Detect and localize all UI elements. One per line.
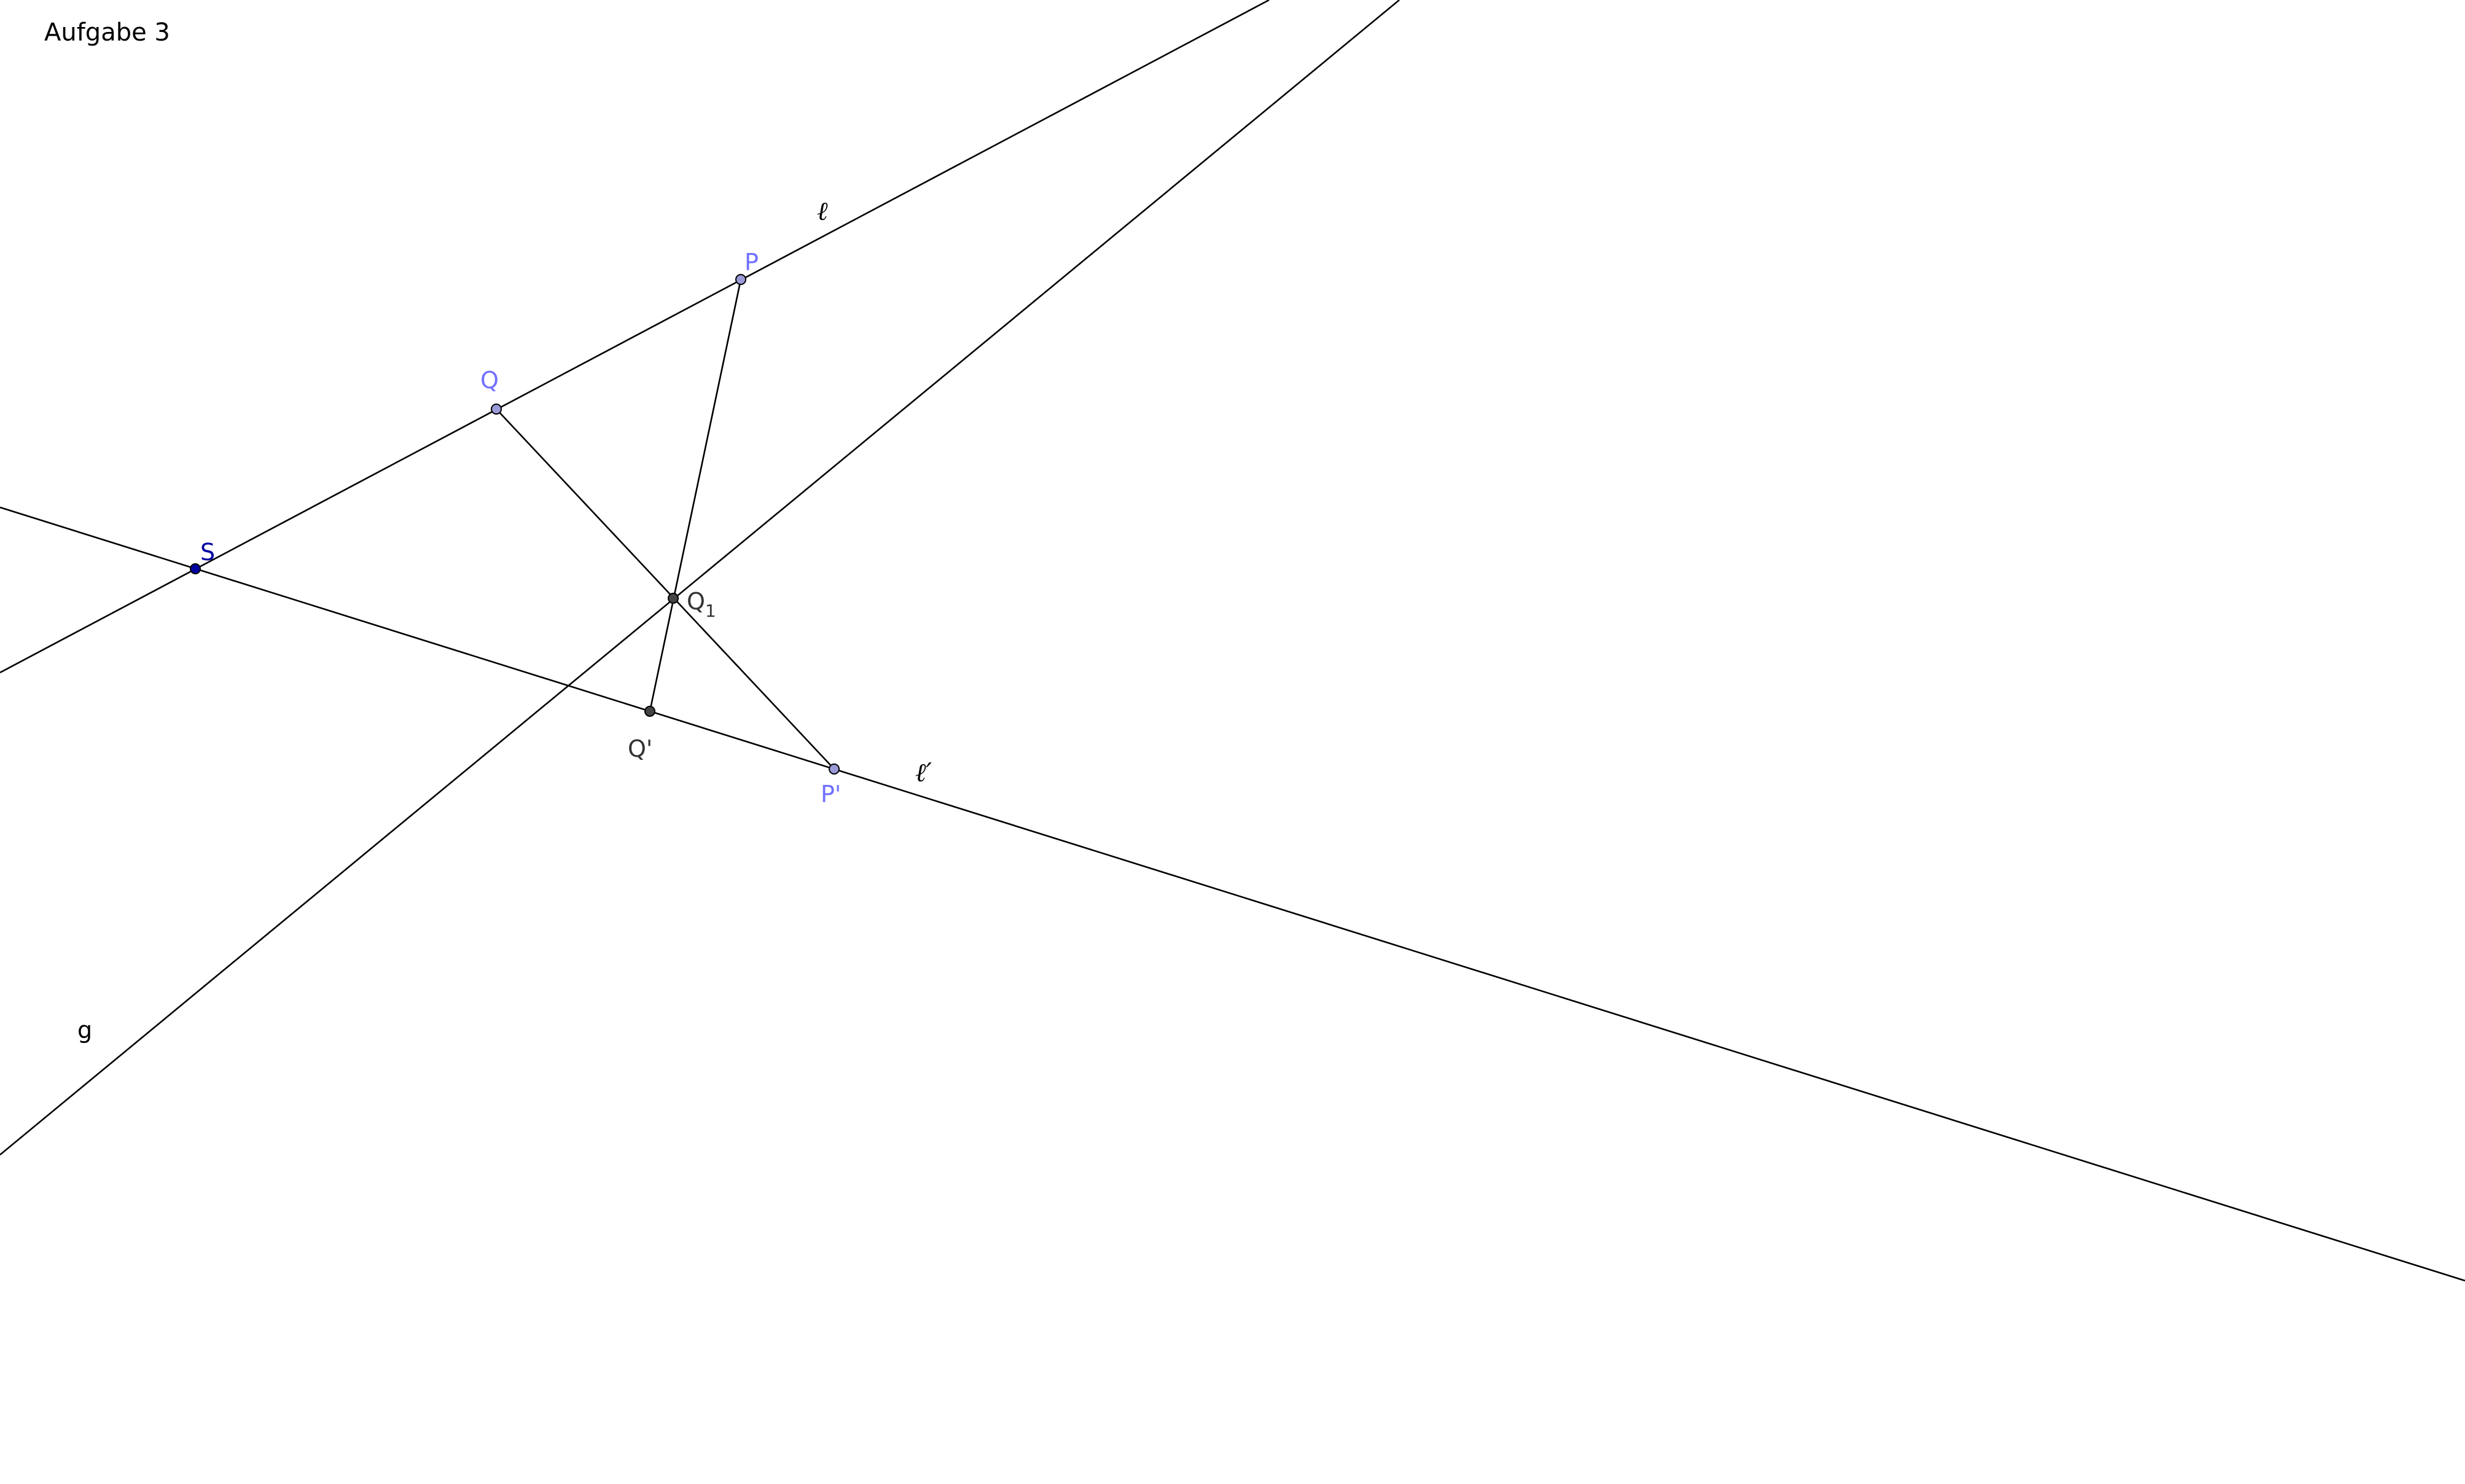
label-q1: Q1 (687, 588, 716, 621)
segment-q-q1-p-prime[interactable] (496, 408, 835, 770)
line-l[interactable] (0, 0, 1270, 674)
point-q-prime[interactable] (644, 706, 655, 717)
label-q-prime: Q' (628, 735, 652, 762)
task-title: Aufgabe 3 (44, 18, 170, 47)
point-q1[interactable] (668, 593, 679, 604)
label-q1-main: Q (687, 588, 705, 615)
line-l-prime[interactable] (0, 506, 2465, 1282)
segment-p-q-prime[interactable] (649, 279, 742, 712)
label-line-l-prime: ℓ′ (915, 757, 932, 787)
label-s: S (200, 539, 215, 566)
label-q: Q (480, 367, 499, 394)
label-q1-sub: 1 (705, 601, 716, 621)
point-p[interactable] (735, 274, 746, 285)
point-s[interactable] (190, 563, 201, 574)
label-p-prime: P' (821, 781, 841, 808)
point-p-prime[interactable] (829, 763, 840, 775)
label-line-l: ℓ (817, 196, 828, 226)
point-q[interactable] (491, 404, 502, 415)
label-p: P (744, 249, 759, 276)
line-g[interactable] (0, 0, 1400, 1156)
label-line-g: g (77, 1017, 92, 1044)
